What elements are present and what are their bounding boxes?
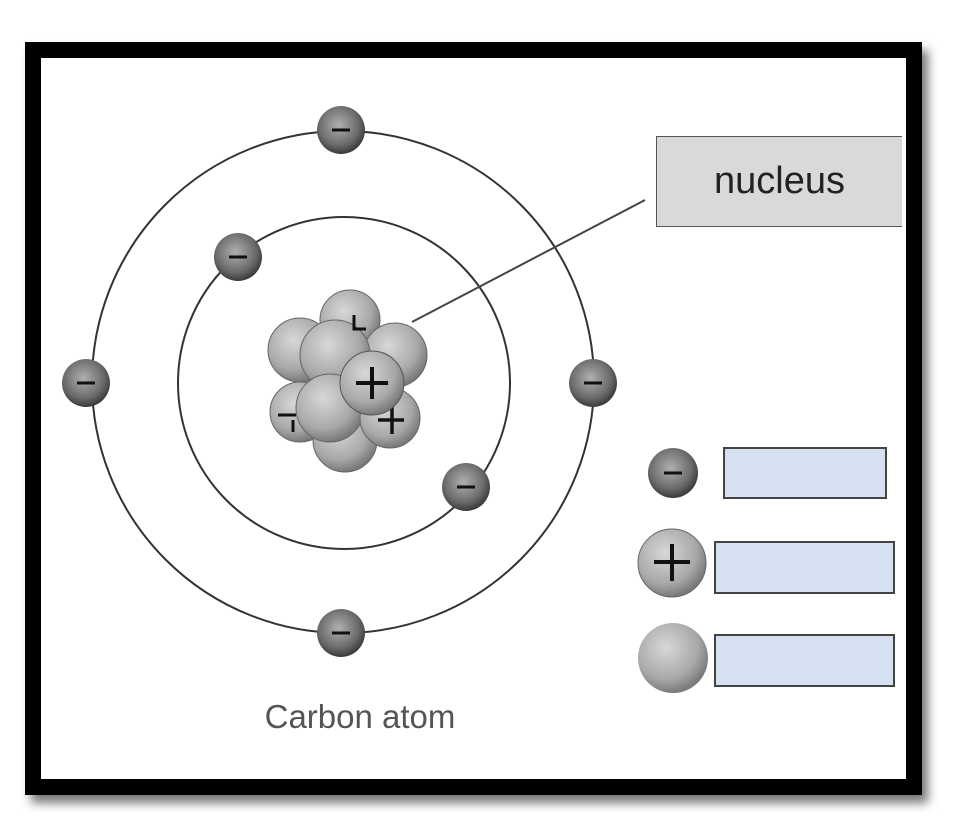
electrons <box>62 106 617 657</box>
proton-answer-box[interactable] <box>714 541 895 594</box>
nucleus-label: nucleus <box>656 136 902 227</box>
electron-icon <box>569 359 617 407</box>
legend-icons <box>637 448 708 693</box>
electron-icon <box>317 106 365 154</box>
electron-icon <box>62 359 110 407</box>
electron-icon <box>648 448 698 498</box>
electron-answer-box[interactable] <box>723 447 887 499</box>
diagram-caption: Carbon atom <box>264 698 456 735</box>
inner-orbit <box>177 216 511 550</box>
proton-icon <box>637 528 707 598</box>
electron-icon <box>442 463 490 511</box>
neutron-icon <box>638 623 708 693</box>
nucleus-pointer-line <box>411 199 646 323</box>
electron-icon <box>317 609 365 657</box>
nucleus <box>267 289 428 473</box>
electron-icon <box>214 233 262 281</box>
neutron-answer-box[interactable] <box>714 634 895 687</box>
